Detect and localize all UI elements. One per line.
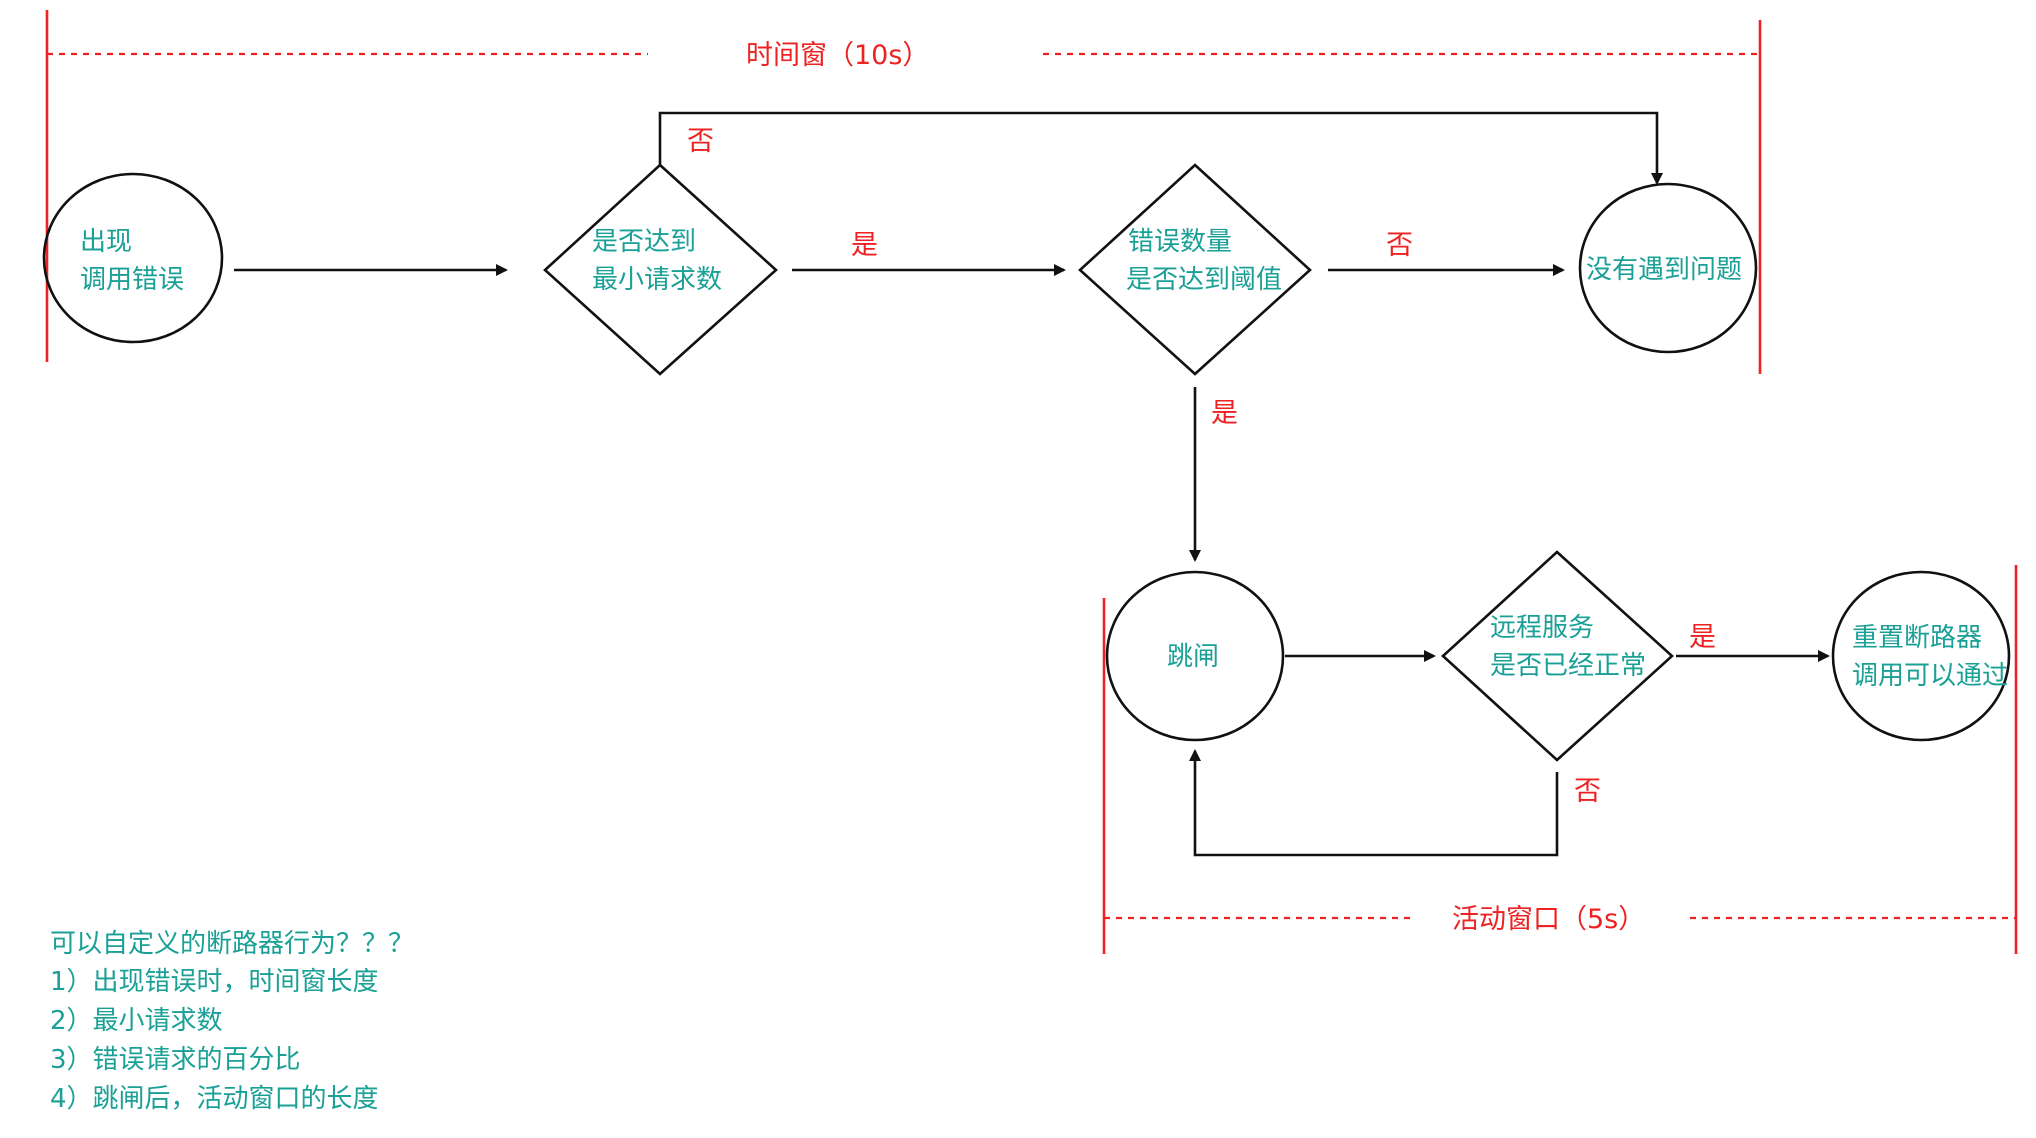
node-error-threshold-check-line-1: 错误数量 xyxy=(1128,227,1232,257)
time-window-label: 时间窗（10s） xyxy=(746,40,929,71)
edge-remote-no-label: 否 xyxy=(1574,776,1601,807)
node-error-threshold-check-diamond xyxy=(1078,163,1312,376)
edge-min-requests-no xyxy=(658,111,1663,185)
active-window-label: 活动窗口（5s） xyxy=(1452,904,1645,935)
node-min-requests-check: 是否达到 最小请求数 xyxy=(543,163,778,376)
node-min-requests-check-line-2: 最小请求数 xyxy=(592,265,722,295)
edge-threshold-no-label: 否 xyxy=(1386,230,1413,261)
notes-heading: 可以自定义的断路器行为？？？ xyxy=(50,929,414,959)
node-error-occurred-line-2: 调用错误 xyxy=(80,265,184,295)
node-no-problem-line-1: 没有遇到问题 xyxy=(1586,255,1742,285)
node-trip: 跳闸 xyxy=(1105,570,1285,742)
edge-remote-yes-label: 是 xyxy=(1689,622,1716,653)
node-error-occurred-line-1: 出现 xyxy=(80,227,132,257)
node-min-requests-check-diamond xyxy=(543,163,778,376)
node-reset-breaker: 重置断路器 调用可以通过 xyxy=(1831,570,2011,742)
notes-item-2: 2）最小请求数 xyxy=(50,1006,223,1036)
node-reset-breaker-line-2: 调用可以通过 xyxy=(1852,661,2008,691)
edge-threshold-yes-label: 是 xyxy=(1211,398,1238,429)
node-remote-service-check-line-2: 是否已经正常 xyxy=(1490,651,1646,681)
edge-min-requests-no-label: 否 xyxy=(687,126,714,157)
node-min-requests-check-line-1: 是否达到 xyxy=(592,227,696,257)
node-trip-line-1: 跳闸 xyxy=(1167,642,1219,672)
notes-item-3: 3）错误请求的百分比 xyxy=(50,1045,301,1075)
notes-item-1: 1）出现错误时，时间窗长度 xyxy=(50,967,379,997)
node-remote-service-check: 远程服务 是否已经正常 xyxy=(1441,550,1674,762)
edge-remote-no xyxy=(1189,749,1559,857)
node-error-threshold-check-line-2: 是否达到阈值 xyxy=(1126,265,1282,295)
node-remote-service-check-line-1: 远程服务 xyxy=(1490,613,1594,643)
node-reset-breaker-circle xyxy=(1831,570,2011,742)
node-no-problem: 没有遇到问题 xyxy=(1578,182,1758,354)
node-remote-service-check-diamond xyxy=(1441,550,1674,762)
edge-min-requests-yes-label: 是 xyxy=(851,230,878,261)
node-error-occurred-circle xyxy=(42,172,224,344)
node-reset-breaker-line-1: 重置断路器 xyxy=(1852,623,1982,653)
node-error-occurred: 出现 调用错误 xyxy=(42,172,224,344)
notes-item-4: 4）跳闸后，活动窗口的长度 xyxy=(50,1084,379,1114)
active-window: 活动窗口（5s） xyxy=(1102,565,2018,954)
time-window: 时间窗（10s） xyxy=(45,10,1762,374)
node-no-problem-circle xyxy=(1578,182,1758,354)
node-trip-circle xyxy=(1105,570,1285,742)
node-error-threshold-check: 错误数量 是否达到阈值 xyxy=(1078,163,1312,376)
notes-block: 可以自定义的断路器行为？？？ 1）出现错误时，时间窗长度 2）最小请求数 3）错… xyxy=(50,929,414,1114)
